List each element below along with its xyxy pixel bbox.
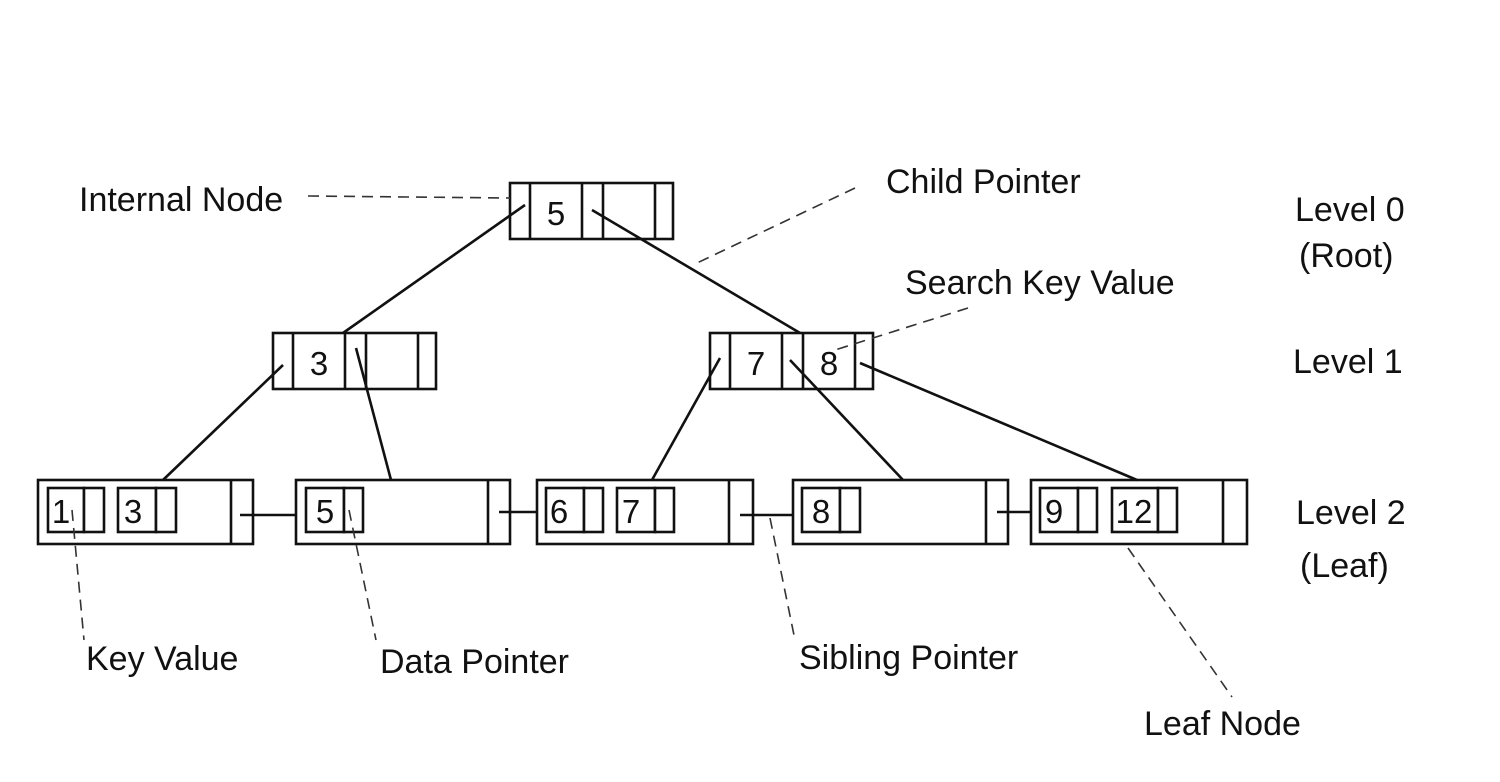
leader-sibling-pointer: [769, 517, 796, 641]
edge-level1-left-to-leaf1: [162, 364, 284, 481]
leaf-5-ptr-cell-1: [1076, 486, 1099, 534]
leaf-5-ptr-cell-2: [1156, 486, 1179, 534]
label-search-key-value: Search Key Value: [905, 264, 1175, 302]
leaf-node-4: 8: [791, 478, 1010, 546]
level-2-sub-label: (Leaf): [1300, 547, 1389, 585]
label-sibling-pointer: Sibling Pointer: [799, 639, 1018, 677]
annotation-labels: Internal Node Child Pointer Search Key V…: [79, 163, 1301, 743]
leader-leaf-node: [1127, 547, 1233, 698]
leader-child-pointer: [696, 187, 856, 264]
leaf-node-1: 1 3: [36, 478, 255, 546]
leader-search-key-value: [834, 307, 969, 351]
leaf-4-ptr-cell-1: [838, 486, 862, 534]
leaf-5-key-cell-2: [1110, 486, 1160, 534]
leaf-3-ptr-cell-2: [653, 486, 676, 534]
edge-level1-left-to-leaf2: [354, 347, 393, 481]
child-pointer-edges: [162, 203, 1138, 482]
level-0-label: Level 0: [1295, 191, 1405, 229]
label-data-pointer: Data Pointer: [380, 643, 569, 681]
edge-root-to-level1-right: [591, 208, 801, 335]
leaf-2-ptr-cell-1: [342, 486, 365, 534]
level-labels: Level 0 (Root) Level 1 Level 2 (Leaf): [1293, 191, 1406, 585]
leader-internal-node: [307, 195, 511, 199]
edge-root-to-level1-left: [342, 203, 526, 335]
leaf-4-key-1: 8: [812, 493, 830, 530]
level-2-label: Level 2: [1296, 494, 1406, 532]
annotation-leaders: [71, 187, 1233, 698]
leaf-1-key-cell-1: [46, 486, 86, 534]
leader-key-value: [71, 509, 85, 641]
edge-level1-right-to-leaf4: [789, 359, 904, 481]
leaf-2-key-cell-1: [304, 486, 346, 534]
edge-level1-right-to-leaf3: [650, 357, 722, 481]
sibling-pointer-links: [240, 510, 1031, 517]
leaf-node-3: 6 7: [535, 478, 755, 546]
root-key-1: 5: [547, 195, 565, 232]
level1-left-node: 3: [271, 331, 438, 391]
level1-left-key-1: 3: [310, 345, 328, 382]
level1-left-node-frame: [271, 331, 438, 391]
edge-level1-right-to-leaf5: [859, 361, 1138, 482]
level-0-sub-label: (Root): [1299, 237, 1393, 275]
leaf-5-key-1: 9: [1045, 493, 1063, 530]
leaf-3-key-1: 6: [550, 493, 568, 530]
level1-right-key-1: 7: [747, 345, 765, 382]
leaf-5-key-2: 12: [1116, 493, 1153, 530]
leaf-1-ptr-cell-1: [82, 486, 106, 534]
leaf-1-ptr-cell-2: [154, 486, 178, 534]
leaf-2-key-1: 5: [316, 493, 334, 530]
leaf-1-key-1: 1: [52, 493, 70, 530]
leaf-1-key-2: 3: [124, 493, 142, 530]
label-child-pointer: Child Pointer: [886, 163, 1081, 201]
label-key-value: Key Value: [86, 640, 238, 678]
leaf-3-key-cell-2: [615, 486, 657, 534]
leaf-node-5: 9 12: [1029, 478, 1249, 546]
leader-data-pointer: [348, 509, 377, 641]
label-internal-node: Internal Node: [79, 181, 283, 219]
leaf-3-key-2: 7: [622, 493, 640, 530]
level-1-label: Level 1: [1293, 343, 1403, 381]
level1-right-key-2: 8: [820, 345, 838, 382]
leaf-3-ptr-cell-1: [582, 486, 605, 534]
root-node: 5: [508, 181, 675, 241]
label-leaf-node: Leaf Node: [1144, 705, 1301, 743]
leaf-node-2: 5: [294, 478, 512, 546]
